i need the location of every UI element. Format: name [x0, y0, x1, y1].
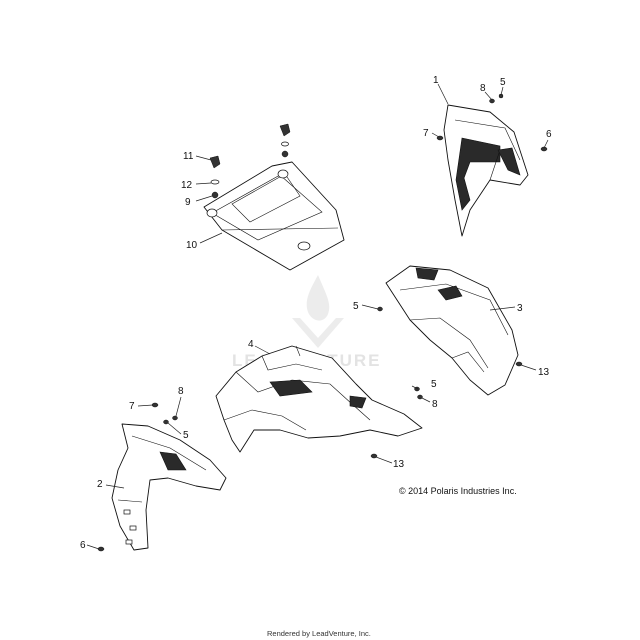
callout-labels: 1 8 5 7 6 11 12 9 10 5 3 13 5 8 13 4 7 8… [80, 75, 552, 551]
render-credit: Rendered by LeadVenture, Inc. [267, 629, 371, 638]
callout-3: 3 [517, 303, 523, 314]
part-10-hood-panel[interactable] [203, 161, 345, 271]
callout-13-right: 13 [538, 367, 550, 378]
callout-5-top: 5 [500, 77, 506, 88]
callout-5-lower: 5 [431, 379, 437, 390]
callout-4: 4 [248, 339, 254, 350]
copyright-notice: © 2014 Polaris Industries Inc. [399, 486, 517, 496]
part-1-side-panel[interactable] [443, 104, 529, 237]
callout-6-left: 6 [80, 540, 86, 551]
part-3-right-fender[interactable] [385, 265, 519, 396]
callout-1: 1 [433, 75, 439, 86]
fastener-stack-left[interactable] [209, 155, 221, 199]
callout-7-left: 7 [129, 401, 135, 412]
leader-lines [86, 83, 549, 550]
callout-2: 2 [97, 479, 103, 490]
callout-10: 10 [186, 240, 198, 251]
callout-7-right: 7 [423, 128, 429, 139]
fastener-stack-right[interactable] [279, 123, 291, 158]
callout-8-lower: 8 [432, 399, 438, 410]
callout-11: 11 [183, 151, 194, 162]
callout-8-top: 8 [480, 83, 486, 94]
callout-12: 12 [181, 180, 193, 191]
callout-9: 9 [185, 197, 191, 208]
callout-8-left: 8 [178, 386, 184, 397]
part-4-front-fender[interactable] [215, 345, 423, 453]
callout-13-center: 13 [393, 459, 405, 470]
callout-6-right: 6 [546, 129, 552, 140]
callout-5-left: 5 [183, 430, 189, 441]
part-2-left-side-panel[interactable] [111, 423, 227, 551]
callout-5-mid: 5 [353, 301, 359, 312]
